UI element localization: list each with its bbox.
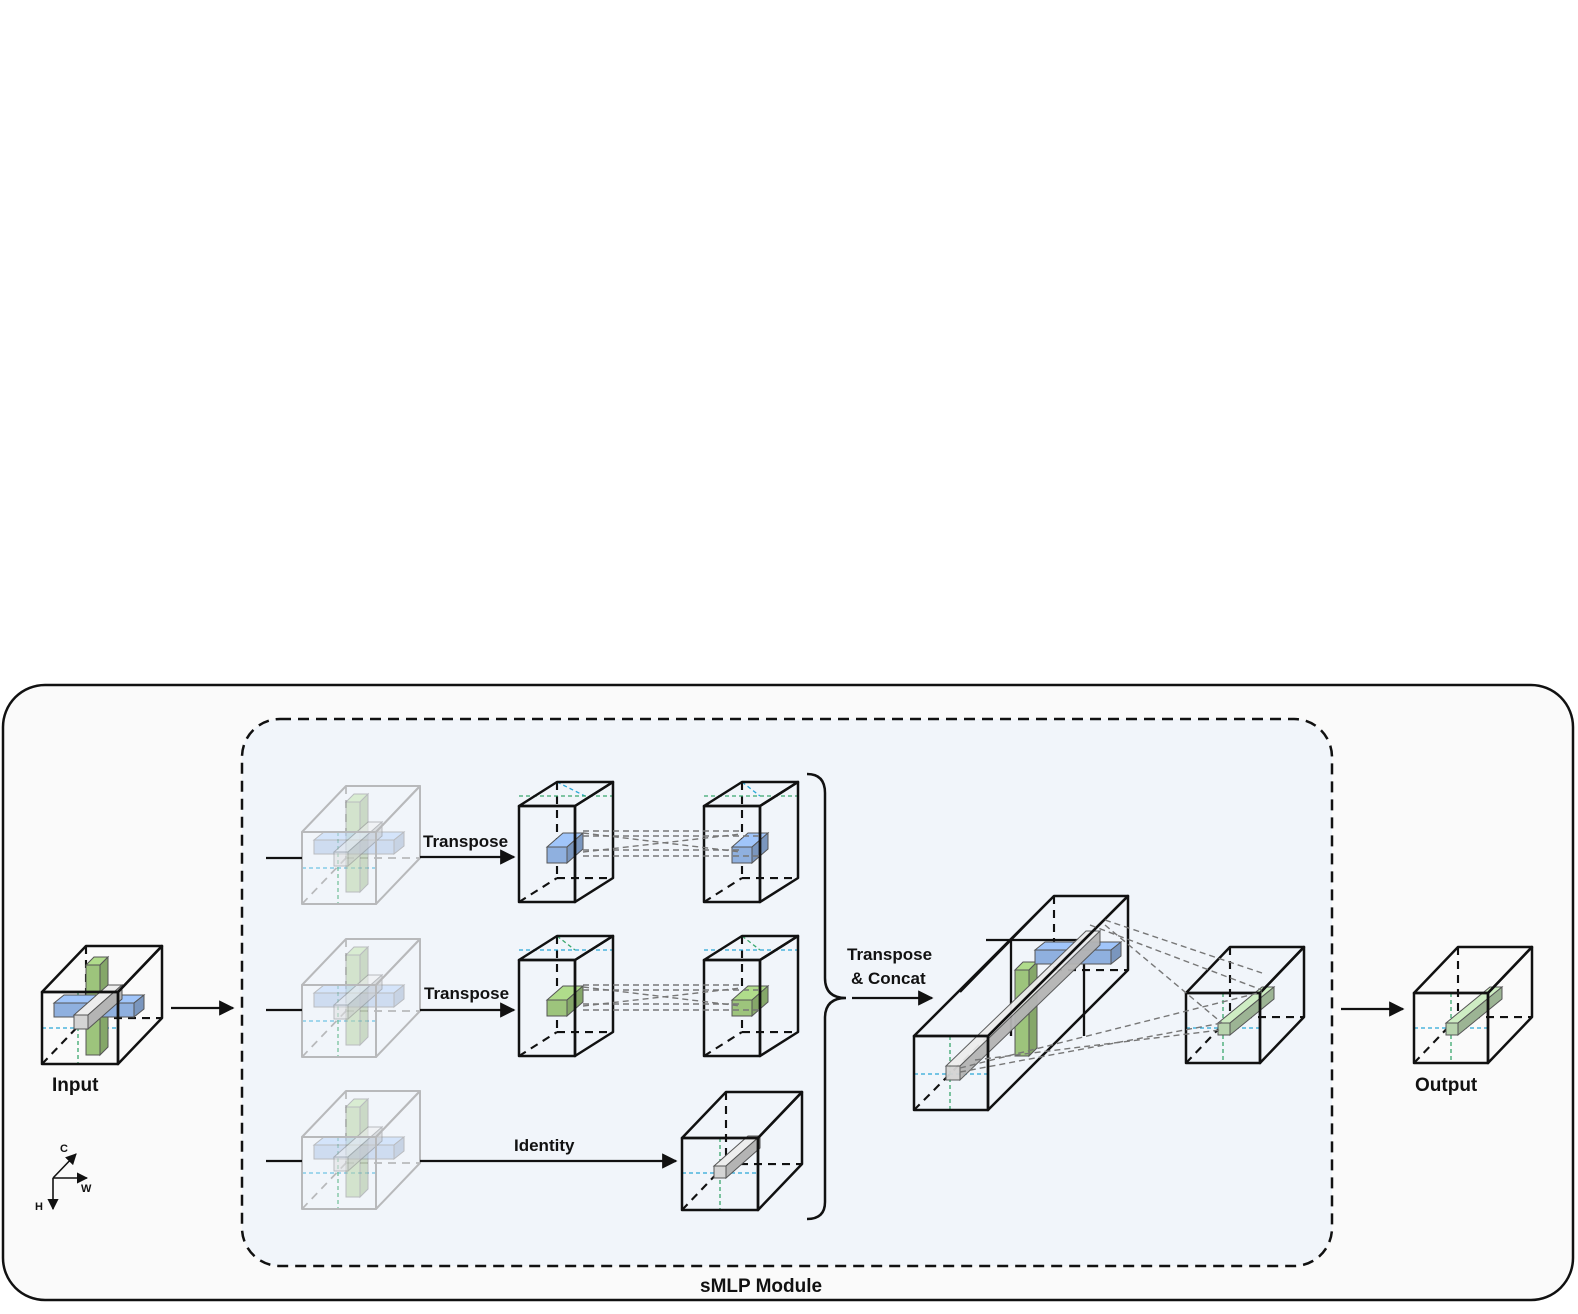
transpose-mid-label: Transpose bbox=[424, 984, 509, 1003]
axis-c-label: C bbox=[60, 1143, 68, 1155]
blue-bar bbox=[312, 1135, 406, 1161]
output-label: Output bbox=[1415, 1075, 1478, 1096]
input-label: Input bbox=[52, 1075, 99, 1096]
axis-indicator bbox=[47, 1153, 89, 1211]
fused-cube bbox=[1184, 945, 1306, 1065]
module-label: sMLP Module bbox=[700, 1276, 822, 1297]
green-bar bbox=[344, 1097, 370, 1199]
input-cube bbox=[40, 944, 164, 1066]
identity-label: Identity bbox=[514, 1136, 575, 1155]
axis-h-label: H bbox=[35, 1201, 43, 1213]
green-bar bbox=[344, 945, 370, 1047]
green-bar bbox=[344, 792, 370, 894]
axis-w-label: W bbox=[81, 1183, 92, 1195]
gray-feature-bar bbox=[712, 1134, 762, 1180]
output-cube bbox=[1412, 945, 1534, 1065]
blue-bar bbox=[312, 983, 406, 1009]
connection-lines-top bbox=[582, 830, 760, 857]
mid-transposed-cube bbox=[517, 934, 615, 1058]
connection-lines-mid bbox=[582, 984, 760, 1011]
concat-gray-bar bbox=[944, 929, 1102, 1082]
merge-brace bbox=[806, 772, 847, 1221]
blue-bar bbox=[312, 830, 406, 856]
concat-cube bbox=[912, 894, 1130, 1112]
faded-input-cube-1 bbox=[301, 785, 421, 905]
transpose-top-label: Transpose bbox=[423, 832, 508, 851]
top-transposed-cube bbox=[517, 780, 615, 904]
transpose-concat-label-line2: & Concat bbox=[851, 969, 926, 988]
connection-lines-concat bbox=[959, 919, 1263, 1073]
flow-arrows bbox=[171, 849, 1405, 1169]
faded-input-cube-3 bbox=[301, 1090, 421, 1210]
transpose-concat-label-line1: Transpose bbox=[847, 945, 932, 964]
faded-input-cube-2 bbox=[301, 938, 421, 1058]
identity-output-cube bbox=[680, 1090, 804, 1212]
